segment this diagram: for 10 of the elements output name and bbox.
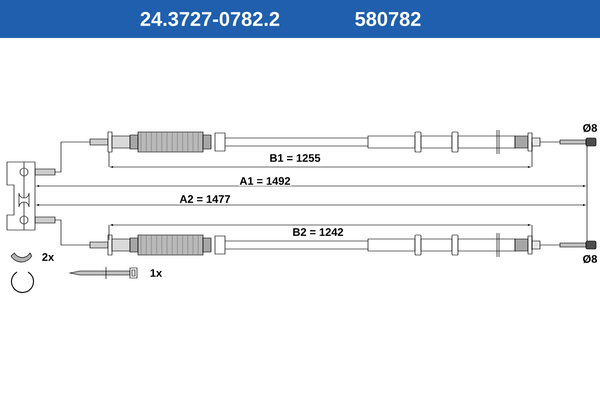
dimension-label: B2 = 1242 (291, 227, 345, 237)
quantity-label: 2x (42, 253, 54, 261)
dimension-label: B1 = 1255 (268, 153, 322, 163)
part-number: 24.3727-0782.2 (140, 12, 280, 26)
dimension-label: A1 = 1492 (238, 176, 292, 186)
diameter-label: Ø8 (583, 254, 597, 264)
diameter-label: Ø8 (583, 124, 597, 132)
part-number: 580782 (355, 12, 421, 26)
dimension-label: A2 = 1477 (178, 194, 232, 204)
quantity-label: 1x (150, 269, 162, 277)
